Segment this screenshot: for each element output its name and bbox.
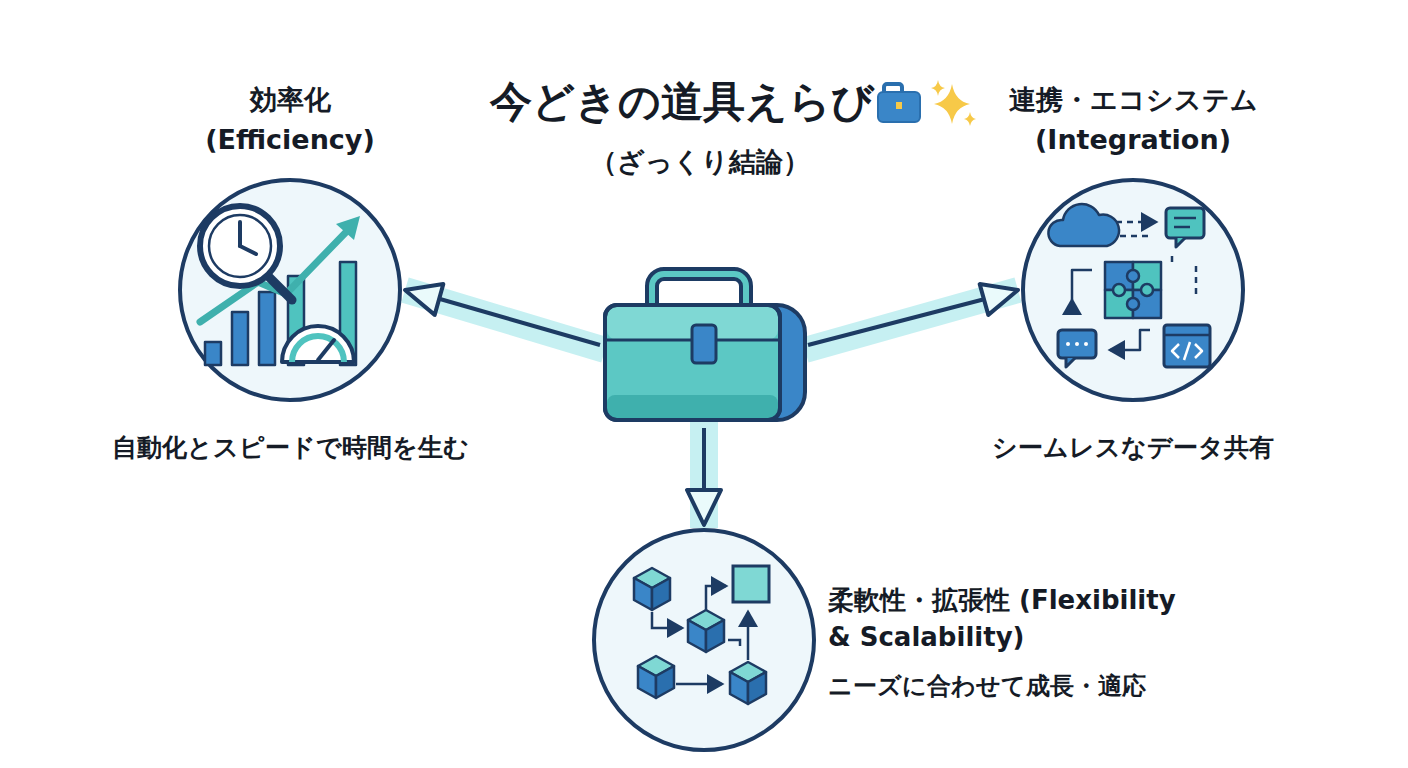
arrow-down [687,422,721,528]
circle-outline [592,528,816,752]
briefcase-emoji [878,84,920,122]
topic-heading: 効率化 (Efficiency) [201,80,379,160]
arrow-left [405,284,605,350]
topic-heading: 柔軟性・拡張性 (Flexibility & Scalability) [828,582,1199,656]
subtitle-label: （ざっくり結論） [590,144,810,180]
circle-outline [1021,178,1245,402]
topic-description: シームレスなデータ共有 [992,432,1274,464]
sparkles-emoji [931,80,976,126]
topic-description: ニーズに合わせて成長・適応 [828,670,1146,702]
circle-shape [180,180,400,400]
circle-shape [1023,180,1243,400]
circle-outline [178,178,402,402]
topic-circle: 効率化 (Efficiency)自動化とスピードで時間を生む [178,178,402,402]
arrow-right [805,284,1018,350]
circle-shape [594,530,814,750]
toolbox-illustration [605,274,805,420]
topic-circle: 柔軟性・拡張性 (Flexibility & Scalability)ニーズに合… [592,528,816,752]
topic-circle: 連携・エコシステム (Integration)シームレスなデータ共有 [1021,178,1245,402]
topic-heading: 連携・エコシステム (Integration) [1005,80,1262,160]
diagram-title: 今どきの道具えらび [490,76,874,128]
topic-description: 自動化とスピードで時間を生む [112,432,469,464]
